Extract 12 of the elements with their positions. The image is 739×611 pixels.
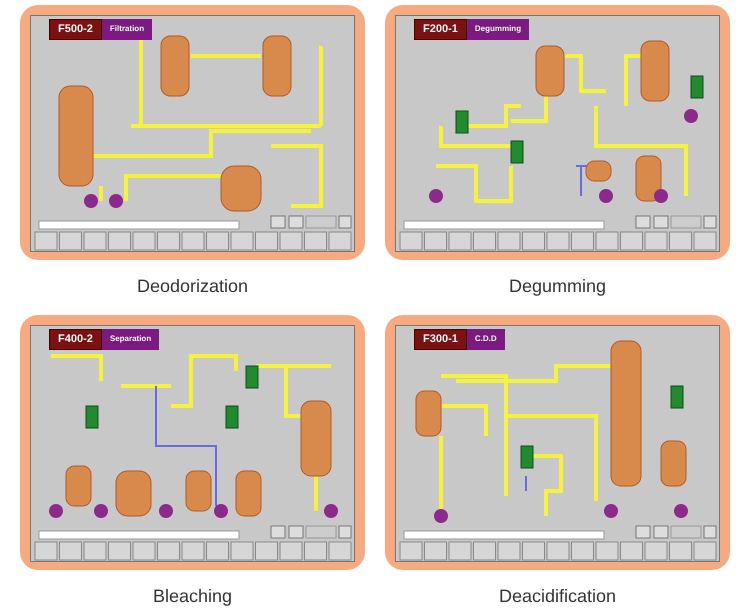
- section-tab: C.D.D: [466, 329, 505, 350]
- section-tab: Filtration: [102, 19, 152, 40]
- panel-caption: Deacidification: [498, 585, 616, 608]
- panel-caption: Degumming: [508, 275, 606, 298]
- section-tab: Degumming: [466, 19, 530, 40]
- panel-caption: Bleaching: [152, 585, 232, 608]
- section-tab: Separation: [102, 329, 160, 350]
- screen-id-badge: F300-1: [414, 329, 467, 350]
- screen-id-badge: F400-2: [49, 329, 102, 350]
- panel-caption: Deodorization: [136, 275, 248, 298]
- screen-id-badge: F500-2: [49, 19, 102, 40]
- screen-id-badge: F200-1: [414, 19, 467, 40]
